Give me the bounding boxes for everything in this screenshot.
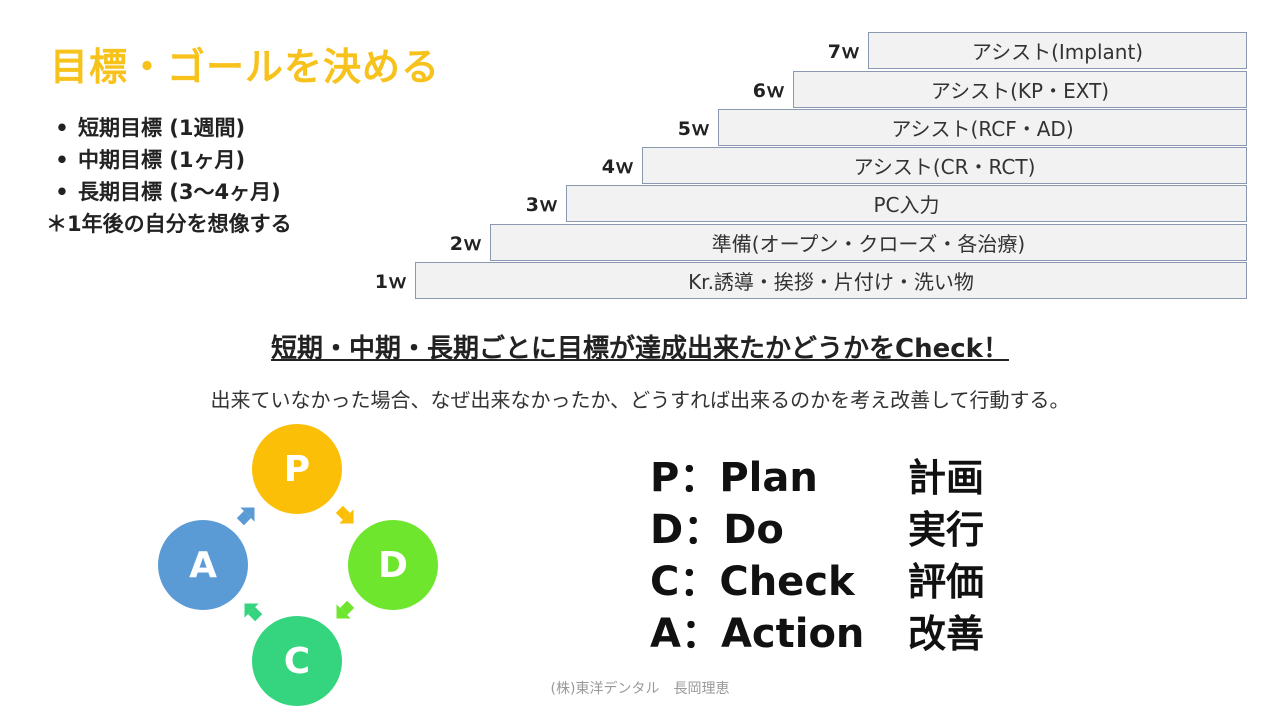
- step-1w: 1ｗ Kr.誘導・挨拶・片付け・洗い物: [360, 262, 1247, 299]
- check-headline: 短期・中期・長期ごとに目標が達成出来たかどうかをCheck！: [271, 334, 1009, 364]
- step-week-label: 7ｗ: [827, 41, 860, 63]
- goal-text: ＊1年後の自分を想像する: [46, 212, 292, 236]
- step-bar: PC入力: [566, 185, 1247, 222]
- pdca-legend: P：Plan 計画 D：Do 実行 C：Check 評価 A：Action 改善: [650, 448, 985, 657]
- goal-text: 中期目標 (1ヶ月): [78, 148, 246, 172]
- pdca-row-check: C：Check 評価: [650, 552, 985, 605]
- bullet: •: [55, 116, 69, 140]
- pdca-en: C：Check: [650, 559, 855, 605]
- step-5w: 5ｗ アシスト(RCF・AD): [663, 109, 1247, 146]
- step-bar: アシスト(KP・EXT): [793, 71, 1247, 108]
- cycle-node-label: D: [378, 544, 408, 586]
- cycle-node-label: P: [283, 448, 311, 490]
- explanation-text: 出来ていなかった場合、なぜ出来なかったか、どうすれば出来るのかを考え改善して行動…: [210, 388, 1070, 412]
- cycle-node-a: A: [158, 520, 248, 610]
- step-week-label: 4ｗ: [601, 156, 634, 178]
- step-3w: 3ｗ PC入力: [511, 185, 1247, 222]
- cycle-node-p: P: [252, 424, 342, 514]
- goal-text: 短期目標 (1週間): [78, 116, 246, 140]
- pdca-en: A：Action: [650, 611, 865, 657]
- step-4w: 4ｗ アシスト(CR・RCT): [587, 147, 1247, 184]
- goal-text: 長期目標 (3〜4ヶ月): [78, 180, 281, 204]
- step-6w: 6ｗ アシスト(KP・EXT): [738, 71, 1247, 108]
- page-title: 目標・ゴールを決める: [50, 45, 441, 89]
- arrow-a-to-p-icon: [236, 507, 255, 526]
- step-bar: アシスト(CR・RCT): [642, 147, 1247, 184]
- step-week-label: 3ｗ: [525, 194, 558, 216]
- pdca-jp: 評価: [908, 559, 985, 604]
- cycle-node-label: A: [189, 544, 217, 586]
- arrow-c-to-a-icon: [244, 603, 263, 622]
- bullet: •: [55, 148, 69, 172]
- step-bar: アシスト(Implant): [868, 32, 1247, 69]
- arrow-p-to-d-icon: [335, 505, 354, 524]
- goal-item-mid: • 中期目標 (1ヶ月): [46, 144, 292, 176]
- pdca-row-plan: P：Plan 計画: [650, 448, 985, 501]
- step-7w: 7ｗ アシスト(Implant): [813, 32, 1247, 69]
- pdca-jp: 計画: [908, 455, 985, 500]
- cycle-node-label: C: [283, 640, 311, 682]
- pdca-jp: 改善: [908, 611, 985, 656]
- step-week-label: 2ｗ: [449, 233, 482, 255]
- arrow-d-to-c-icon: [336, 600, 355, 619]
- goal-item-short: • 短期目標 (1週間): [46, 112, 292, 144]
- goal-item-long: • 長期目標 (3〜4ヶ月): [46, 176, 292, 208]
- cycle-node-d: D: [348, 520, 438, 610]
- goal-list: • 短期目標 (1週間) • 中期目標 (1ヶ月) • 長期目標 (3〜4ヶ月) ＊1…: [46, 112, 292, 240]
- step-week-label: 5ｗ: [677, 118, 710, 140]
- step-bar: 準備(オープン・クローズ・各治療): [490, 224, 1247, 261]
- pdca-jp: 実行: [908, 507, 985, 552]
- cycle-node-c: C: [252, 616, 342, 706]
- bullet: •: [55, 180, 69, 204]
- goal-note: ＊1年後の自分を想像する: [46, 208, 292, 240]
- step-bar: Kr.誘導・挨拶・片付け・洗い物: [415, 262, 1247, 299]
- pdca-cycle: P D C A: [150, 420, 450, 720]
- cycle-arrows: [236, 505, 355, 622]
- pdca-en: D：Do: [650, 507, 784, 553]
- pdca-row-action: A：Action 改善: [650, 604, 985, 657]
- pdca-en: P：Plan: [650, 455, 818, 501]
- step-week-label: 1ｗ: [374, 271, 407, 293]
- footer-credit: (株)東洋デンタル 長岡理恵: [550, 681, 730, 697]
- step-bar: アシスト(RCF・AD): [718, 109, 1247, 146]
- step-week-label: 6ｗ: [752, 80, 785, 102]
- pdca-row-do: D：Do 実行: [650, 500, 985, 553]
- step-2w: 2ｗ 準備(オープン・クローズ・各治療): [435, 224, 1247, 261]
